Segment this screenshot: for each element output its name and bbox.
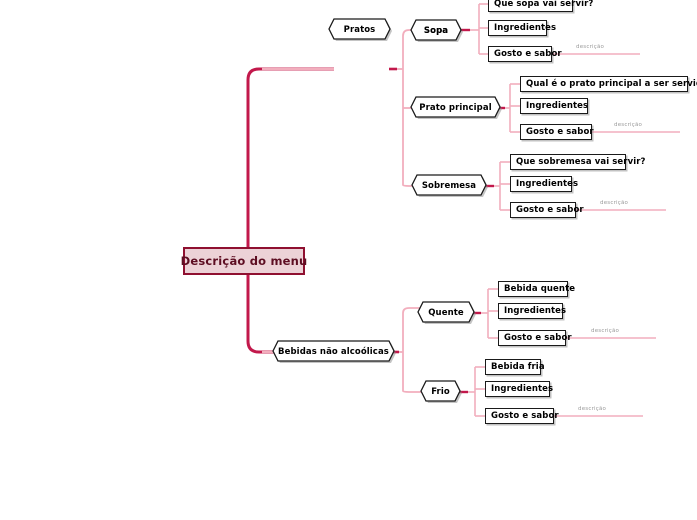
leaf-node-label: Ingredientes: [491, 384, 554, 394]
edge-caption-frio-descricao: descrição: [578, 406, 607, 412]
branch-node-prato-principal[interactable]: Prato principal: [411, 97, 500, 118]
leaf-node-label: Gosto e sabor: [491, 411, 559, 421]
branch-node-frio-label: Frio: [431, 386, 450, 397]
branch-node-quente-label: Quente: [428, 307, 464, 318]
trunk-line: [246, 67, 334, 354]
leaf-node-frio-gosto-e-sabor[interactable]: Gosto e sabor: [485, 408, 559, 424]
leaf-node-que-sopa-vai-servir[interactable]: Que sopa vai servir?: [488, 0, 593, 12]
leaf-node-label: Bebida quente: [504, 284, 576, 294]
leaf-node-frio-ingredientes[interactable]: Ingredientes: [485, 381, 554, 397]
edge-caption-prato-principal-descricao: descrição: [614, 122, 643, 128]
root-node-label: Descrição do menu: [180, 254, 308, 268]
leaf-node-label: Ingredientes: [516, 179, 579, 189]
branch-node-pratos-label: Pratos: [343, 24, 376, 35]
branch-node-bebidas-label: Bebidas não alcoólicas: [278, 346, 389, 357]
edge-caption-sobremesa-descricao: descrição: [600, 200, 629, 206]
leaf-node-label: Que sopa vai servir?: [494, 0, 594, 9]
leaf-node-sopa-gosto-e-sabor[interactable]: Gosto e sabor: [488, 46, 562, 62]
branch-node-pratos[interactable]: Pratos: [329, 19, 390, 40]
leaf-node-label: Bebida fria: [491, 362, 545, 372]
leaf-node-label: Ingredientes: [494, 23, 557, 33]
leaf-node-quente-gosto-e-sabor[interactable]: Gosto e sabor: [498, 330, 572, 346]
branch-node-sopa-label-text: Sopa: [423, 25, 449, 36]
edge-caption-quente-descricao: descrição: [591, 328, 620, 334]
leaf-node-prato-principal-ingredientes[interactable]: Ingredientes: [520, 98, 588, 114]
trunk-line-fade: [262, 67, 334, 354]
branch-node-frio[interactable]: Frio: [421, 381, 460, 402]
leaf-node-label: Gosto e sabor: [504, 333, 572, 343]
branch-node-bebidas[interactable]: Bebidas não alcoólicas: [273, 341, 394, 362]
branch-node-sobremesa[interactable]: Sobremesa: [412, 175, 486, 196]
branch-node-prato-principal-label: Prato principal: [419, 102, 492, 113]
branch-node-sobremesa-label: Sobremesa: [421, 180, 477, 191]
leaf-node-label: Gosto e sabor: [516, 205, 584, 215]
branch-node-sopa-text[interactable]: Sopa: [411, 20, 461, 41]
leaf-node-label: Ingredientes: [504, 306, 567, 316]
leaf-node-quente-ingredientes[interactable]: Ingredientes: [498, 303, 567, 319]
leaf-node-label: Ingredientes: [526, 101, 589, 111]
edge-caption-sopa-descricao: descrição: [576, 44, 605, 50]
leaf-node-que-sobremesa-vai-servir[interactable]: Que sobremesa vai servir?: [510, 154, 645, 170]
leaf-node-bebida-quente[interactable]: Bebida quente: [498, 281, 575, 297]
leaf-node-label: Que sobremesa vai servir?: [516, 157, 646, 167]
leaf-node-prato-principal-gosto-e-sabor[interactable]: Gosto e sabor: [520, 124, 594, 140]
leaf-node-qual-e-o-prato-principal[interactable]: Qual é o prato principal a ser servido?: [520, 76, 697, 92]
leaf-node-label: Gosto e sabor: [494, 49, 562, 59]
leaf-node-label: Qual é o prato principal a ser servido?: [526, 79, 697, 89]
leaf-node-sobremesa-ingredientes[interactable]: Ingredientes: [510, 176, 578, 192]
leaf-node-sobremesa-gosto-e-sabor[interactable]: Gosto e sabor: [510, 202, 584, 218]
leaf-node-label: Gosto e sabor: [526, 127, 594, 137]
branch-node-quente[interactable]: Quente: [418, 302, 474, 323]
root-node-descricao-do-menu[interactable]: Descrição do menu: [180, 247, 308, 275]
leaf-node-sopa-ingredientes[interactable]: Ingredientes: [488, 20, 556, 36]
leaf-node-bebida-fria[interactable]: Bebida fria: [485, 359, 545, 375]
